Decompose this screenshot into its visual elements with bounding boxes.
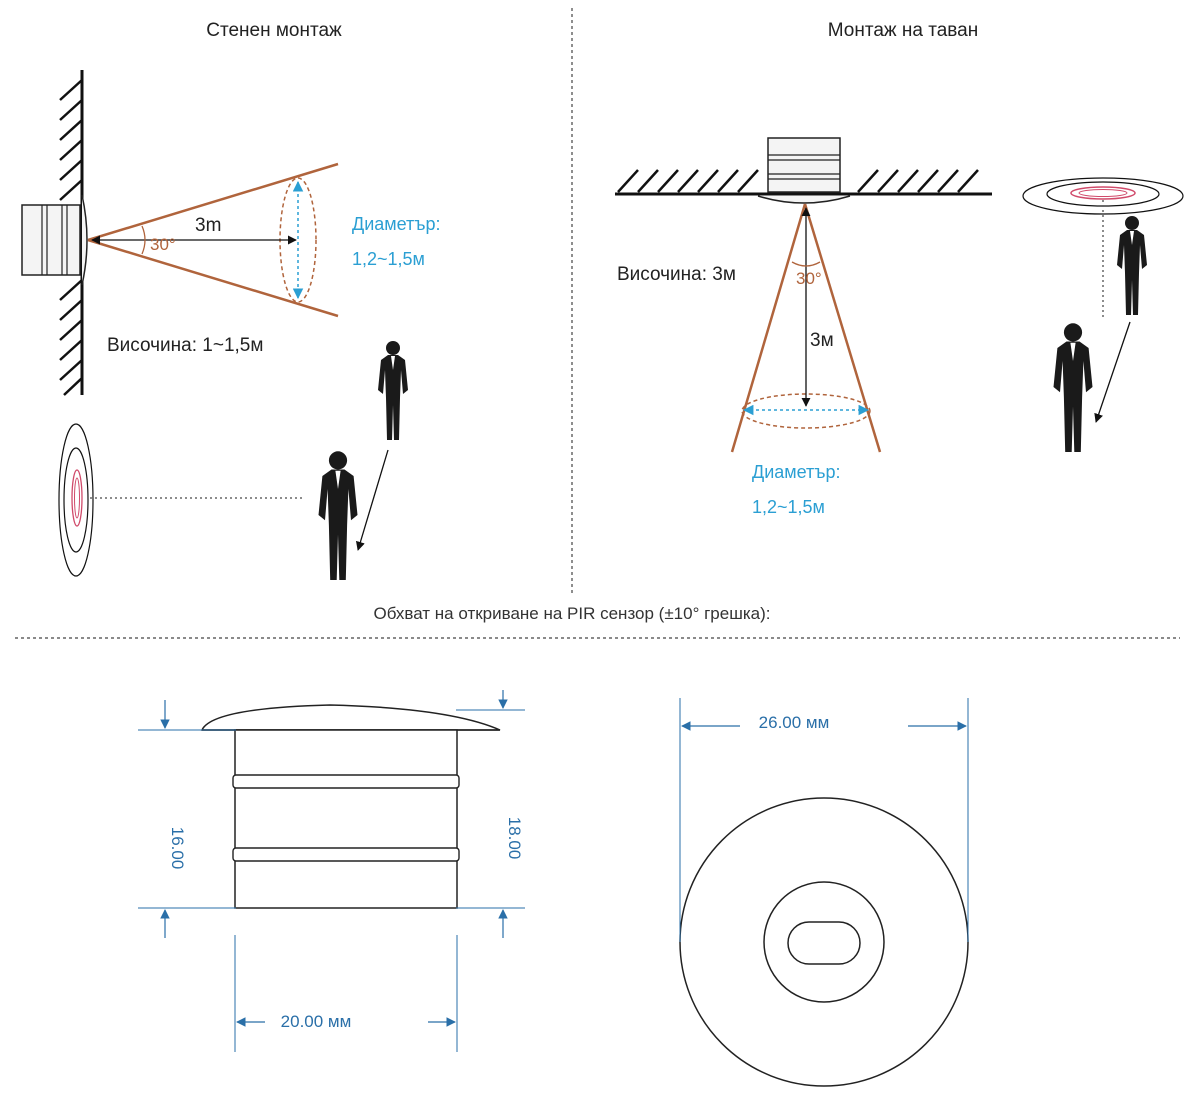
ceiling-detection-cone <box>730 203 882 453</box>
ceiling-angle-label: 30° <box>796 269 822 288</box>
ceiling-detection-rings <box>1022 177 1184 320</box>
sensor-top-view <box>679 698 969 1087</box>
ceiling-hatch <box>615 169 992 196</box>
wall-detection-cone <box>87 162 339 318</box>
wall-distance-label: 3m <box>195 215 221 236</box>
walking-person-far-icon <box>1117 216 1147 315</box>
detection-range-caption: Обхват на откриване на PIR сензор (±10° … <box>373 604 770 623</box>
wall-walk-arrow <box>355 449 389 551</box>
wall-mount-section: Стенен монтаж <box>21 20 441 580</box>
wall-diameter-value: 1,2~1,5м <box>352 249 425 269</box>
wall-height-label: Височина: 1~1,5м <box>107 335 263 356</box>
side-height-right-label: 18.00 <box>505 817 524 860</box>
ceiling-distance-label: 3м <box>810 330 834 351</box>
side-height-left-label: 16.00 <box>168 827 187 870</box>
wall-sensor <box>21 194 88 286</box>
wall-detection-rings <box>58 423 302 577</box>
wall-mount-title: Стенен монтаж <box>206 20 342 41</box>
wall-diameter-label: Диаметър: <box>352 214 441 234</box>
ceiling-walk-arrow <box>1094 321 1131 423</box>
ceiling-diameter-label: Диаметър: <box>752 462 841 482</box>
side-width-label: 20.00 мм <box>281 1012 352 1031</box>
wall-hatch <box>59 70 84 396</box>
walking-person-far-icon <box>378 341 408 440</box>
ceiling-mount-title: Монтаж на таван <box>828 20 978 41</box>
ceiling-diameter-value: 1,2~1,5м <box>752 497 825 517</box>
ceiling-height-label: Височина: 3м <box>617 264 736 285</box>
sensor-side-view <box>138 690 525 1052</box>
walking-person-near-icon <box>1053 323 1093 452</box>
ceiling-sensor <box>757 137 851 204</box>
walking-person-near-icon <box>318 451 358 580</box>
top-diameter-label: 26.00 мм <box>759 713 830 732</box>
ceiling-mount-section: Монтаж на таван <box>615 20 1184 517</box>
wall-angle-label: 30° <box>150 235 176 254</box>
